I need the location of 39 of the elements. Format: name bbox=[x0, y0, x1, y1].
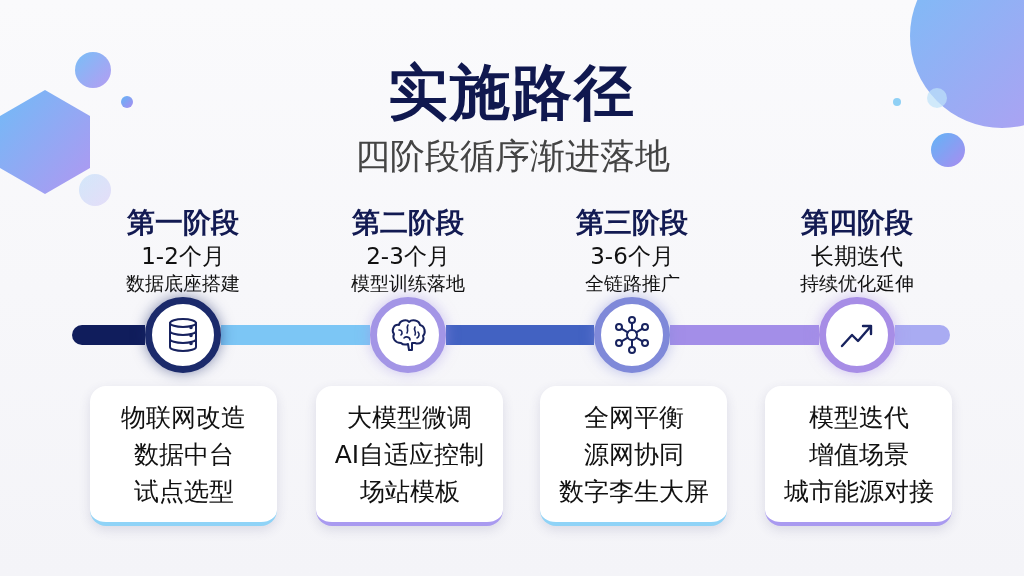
timeline-segment bbox=[446, 325, 594, 345]
stage-duration: 3-6个月 bbox=[590, 243, 674, 270]
task-item: 数据中台 bbox=[133, 438, 234, 471]
subtitle: 四阶段循序渐进落地 bbox=[354, 136, 670, 177]
stage-duration: 2-3个月 bbox=[366, 243, 450, 270]
stage-description: 数据底座搭建 bbox=[126, 273, 240, 295]
stage-duration: 1-2个月 bbox=[141, 243, 225, 270]
task-card bbox=[765, 386, 952, 526]
task-item: 全网平衡 bbox=[583, 401, 684, 434]
timeline-segment bbox=[895, 325, 950, 345]
stage-heading: 第三阶段 bbox=[576, 207, 688, 240]
task-item: 源网协同 bbox=[583, 438, 684, 471]
timeline-segment bbox=[221, 325, 370, 345]
stage-circle bbox=[819, 297, 895, 373]
task-item: 试点选型 bbox=[133, 475, 234, 508]
stage-heading: 第二阶段 bbox=[352, 207, 464, 240]
task-card bbox=[90, 386, 277, 526]
task-item: 物联网改造 bbox=[121, 401, 246, 434]
stage-description: 全链路推广 bbox=[584, 273, 680, 295]
stage-heading: 第四阶段 bbox=[801, 207, 913, 240]
task-item: AI自适应控制 bbox=[334, 438, 485, 471]
stage-heading: 第一阶段 bbox=[127, 207, 239, 240]
stage-circle bbox=[594, 297, 670, 373]
task-item: 数字李生大屏 bbox=[558, 475, 709, 508]
task-item: 模型迭代 bbox=[808, 401, 909, 434]
timeline-segment bbox=[670, 325, 819, 345]
title: 实施路径 bbox=[388, 58, 636, 127]
task-card bbox=[316, 386, 503, 526]
stage-description: 持续优化延伸 bbox=[800, 273, 914, 295]
stage-duration: 长期迭代 bbox=[811, 243, 903, 270]
timeline-segment bbox=[72, 325, 145, 345]
task-item: 增值场景 bbox=[808, 438, 909, 471]
stage-circle bbox=[145, 297, 221, 373]
task-item: 城市能源对接 bbox=[783, 475, 934, 508]
stage-circle bbox=[370, 297, 446, 373]
stage-description: 模型训练落地 bbox=[351, 273, 465, 295]
task-item: 大模型微调 bbox=[347, 401, 472, 434]
task-item: 场站模板 bbox=[359, 475, 460, 508]
task-card bbox=[540, 386, 727, 526]
